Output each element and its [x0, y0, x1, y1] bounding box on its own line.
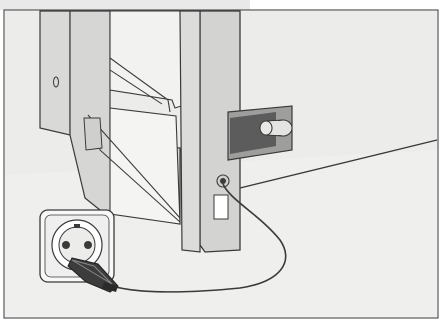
top-band [0, 0, 250, 10]
socket-hole-left [62, 241, 70, 249]
frame-base-plate [84, 118, 102, 150]
left-back-panel [40, 11, 70, 135]
earth-contact-top [74, 224, 80, 228]
type-label-plate [214, 195, 228, 219]
appliance-front-edge [180, 11, 200, 252]
socket-hole-right [84, 241, 92, 249]
connector-icon [260, 120, 292, 136]
